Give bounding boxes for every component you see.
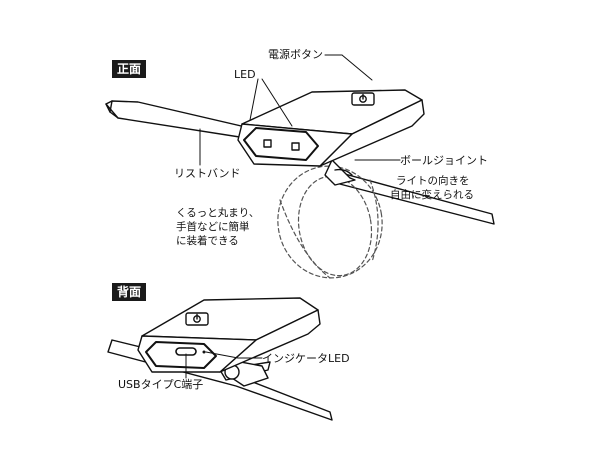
note-mount: くるっと丸まり、 手首などに簡単 に装着できる	[176, 206, 259, 248]
front-power-button	[351, 92, 375, 106]
front-light-body	[237, 89, 425, 167]
label-power-button: 電源ボタン	[268, 48, 323, 61]
note-ball-joint-line-1: ライトの向きを	[396, 175, 470, 187]
label-ball-joint: ボールジョイント	[400, 154, 488, 167]
back-light-body	[137, 297, 321, 373]
note-mount-line-1: くるっと丸まり、	[176, 207, 260, 219]
front-ball-joint	[324, 159, 356, 186]
note-mount-line-2: 手首などに簡単	[176, 221, 250, 233]
back-leader-lines	[185, 351, 263, 379]
label-wristband: リストバンド	[174, 167, 241, 180]
note-mount-line-3: に装着できる	[176, 235, 239, 247]
indicator-led-dot	[202, 350, 206, 354]
back-power-button	[185, 312, 209, 326]
section-tag-front: 正面	[112, 60, 147, 78]
label-usb-port: USBタイプC端子	[118, 378, 204, 391]
front-wristband	[105, 100, 251, 139]
front-leader-lines	[199, 54, 401, 166]
label-led: LED	[234, 68, 256, 81]
section-tag-back: 背面	[112, 283, 147, 301]
note-ball-joint: ライトの向きを 自由に変えられる	[390, 174, 474, 202]
label-indicator-led: インジケータLED	[262, 352, 350, 365]
note-ball-joint-line-2: 自由に変えられる	[390, 189, 474, 201]
